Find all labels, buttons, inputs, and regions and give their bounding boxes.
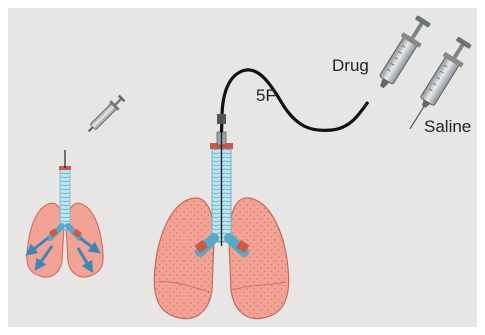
small-syringe-icon <box>84 93 126 135</box>
catheter-tube <box>222 70 369 132</box>
saline-label: Saline <box>424 117 471 137</box>
drug-syringe-icon <box>372 13 433 93</box>
drug-label: Drug <box>332 56 369 76</box>
catheter-hub <box>217 114 226 124</box>
large-lungs-icon <box>154 132 288 319</box>
catheter-label: 5F <box>256 86 276 106</box>
small-lungs-icon <box>27 150 103 277</box>
